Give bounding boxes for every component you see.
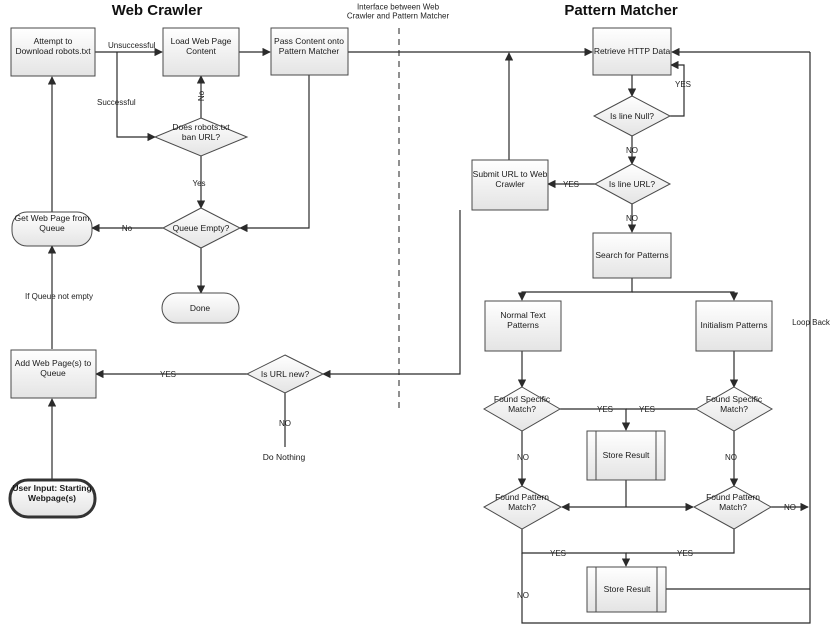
heading-web-crawler: Web Crawler: [112, 2, 203, 19]
label-yes-line-url: YES: [563, 180, 579, 189]
node-done: Done: [161, 292, 240, 324]
label-yes-robots: Yes: [192, 179, 205, 188]
node-retrieve-http: Retrieve HTTP Data: [592, 27, 672, 76]
label-yes-specific-right: YES: [639, 405, 655, 414]
label-loop-back: Loop Back: [792, 318, 831, 327]
label-no-url-new: NO: [279, 419, 291, 428]
node-do-nothing: Do Nothing: [263, 452, 306, 462]
svg-text:Is URL new?: Is URL new?: [261, 369, 310, 379]
node-queue-empty: Queue Empty?: [161, 207, 242, 249]
node-line-url: Is line URL?: [593, 163, 672, 205]
node-store-result-2: Store Result: [586, 566, 667, 613]
node-url-new: Is URL new?: [245, 354, 325, 394]
label-yes-pattern-right: YES: [677, 549, 693, 558]
label-yes-pattern-left: YES: [550, 549, 566, 558]
label-no-specific-left: NO: [517, 453, 529, 462]
edge-labels: Unsuccessful Successful No Yes No If Que…: [25, 41, 831, 600]
node-line-null: Is line Null?: [592, 95, 672, 137]
label-unsuccessful: Unsuccessful: [108, 41, 156, 50]
label-yes-specific-left: YES: [597, 405, 613, 414]
label-no-specific-right: NO: [725, 453, 737, 462]
label-no-pattern-left: NO: [517, 591, 529, 600]
label-no-robots: No: [197, 90, 206, 101]
svg-text:Store Result: Store Result: [603, 450, 650, 460]
node-store-result-1: Store Result: [586, 430, 666, 481]
label-if-queue-not-empty: If Queue not empty: [25, 292, 93, 301]
label-successful: Successful: [97, 98, 136, 107]
svg-text:Retrieve HTTP Data: Retrieve HTTP Data: [594, 46, 671, 56]
label-yes-null: YES: [675, 80, 691, 89]
svg-text:Queue Empty?: Queue Empty?: [173, 223, 230, 233]
svg-text:Initialism Patterns: Initialism Patterns: [700, 320, 767, 330]
node-initialism: Initialism Patterns: [695, 300, 773, 352]
label-no-line-url: NO: [626, 214, 638, 223]
label-no-pattern-right: NO: [784, 503, 796, 512]
svg-text:Is line URL?: Is line URL?: [609, 179, 656, 189]
label-yes-url-new: YES: [160, 370, 176, 379]
svg-text:Done: Done: [190, 303, 211, 313]
connectors: [47, 47, 811, 624]
label-no-queue: No: [122, 224, 133, 233]
heading-pattern-matcher: Pattern Matcher: [564, 2, 678, 19]
svg-text:Search for Patterns: Search for Patterns: [595, 250, 668, 260]
label-no-null: NO: [626, 146, 638, 155]
svg-text:Is line Null?: Is line Null?: [610, 111, 654, 121]
svg-text:Store Result: Store Result: [604, 584, 651, 594]
node-search-patterns: Search for Patterns: [592, 232, 672, 279]
